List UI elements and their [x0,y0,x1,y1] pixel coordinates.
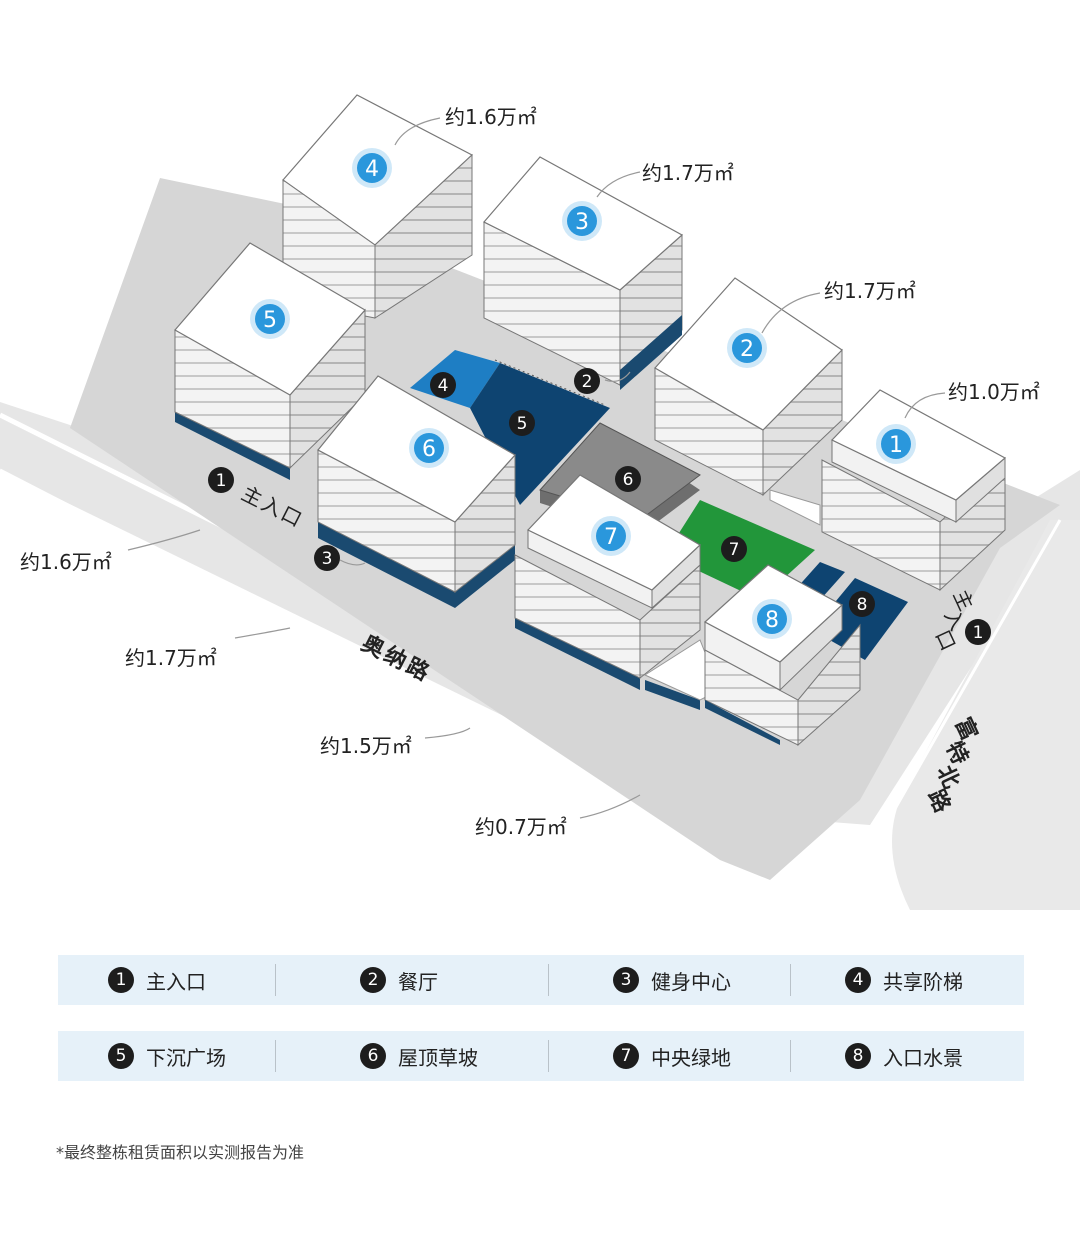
svg-text:8: 8 [857,595,868,615]
feature-markers: 1 1 2 3 4 5 6 7 8 [208,368,991,645]
svg-text:4: 4 [438,376,449,396]
area-label-building-6: 约1.7万㎡ [125,646,217,670]
feature-marker-4: 4 [430,372,456,398]
svg-text:1: 1 [889,433,903,458]
area-label-building-8: 约0.7万㎡ [475,815,567,839]
legend-number: 4 [845,967,871,993]
svg-text:5: 5 [517,414,528,434]
feature-marker-1: 1 [965,619,991,645]
feature-marker-6: 6 [615,466,641,492]
area-label-building-2: 约1.7万㎡ [824,279,916,303]
legend-divider [548,964,549,996]
area-label-building-3: 约1.7万㎡ [642,161,734,185]
svg-text:3: 3 [322,549,333,569]
legend-number: 7 [613,1043,639,1069]
legend-divider [275,964,276,996]
legend-label: 屋顶草坡 [398,1045,478,1070]
legend-item-8: 8 入口水景 [845,1031,963,1081]
building-badge-4: 4 [352,148,392,188]
building-badge-3: 3 [562,201,602,241]
shared-stair [410,350,500,408]
feature-marker-2: 2 [574,368,600,394]
site-plan-diagram: 4 3 2 1 5 6 7 8 约1.6万㎡ 约1.7万㎡ 约1.7万㎡ 约1.0万㎡ 约1.… [0,94,1080,910]
svg-text:6: 6 [422,437,436,462]
legend-number: 1 [108,967,134,993]
area-label-building-5: 约1.6万㎡ [20,550,112,574]
road-fute-north [892,520,1080,910]
legend-label: 入口水景 [883,1045,963,1070]
building-badge-8: 8 [752,599,792,639]
building-badge-2: 2 [727,328,767,368]
legend-item-7: 7 中央绿地 [613,1031,731,1081]
legend-item-1: 1 主入口 [108,955,206,1005]
legend-item-3: 3 健身中心 [613,955,731,1005]
legend-divider [790,1040,791,1072]
legend-number: 3 [613,967,639,993]
svg-text:5: 5 [263,308,277,333]
area-label-building-4: 约1.6万㎡ [445,105,537,129]
legend-number: 6 [360,1043,386,1069]
legend-number: 2 [360,967,386,993]
svg-text:2: 2 [740,337,754,362]
svg-text:4: 4 [365,157,379,182]
legend-divider [548,1040,549,1072]
legend-item-5: 5 下沉广场 [108,1031,226,1081]
legend-label: 共享阶梯 [883,969,963,994]
feature-marker-5: 5 [509,410,535,436]
feature-marker-1: 1 [208,467,234,493]
legend-label: 中央绿地 [651,1045,731,1070]
svg-text:7: 7 [604,525,618,550]
building-badge-6: 6 [409,428,449,468]
svg-text:8: 8 [765,608,779,633]
legend-number: 5 [108,1043,134,1069]
legend-label: 健身中心 [651,969,731,994]
legend-item-2: 2 餐厅 [360,955,438,1005]
legend-divider [790,964,791,996]
legend-number: 8 [845,1043,871,1069]
feature-marker-7: 7 [721,536,747,562]
legend-row-2: 5 下沉广场 6 屋顶草坡 7 中央绿地 8 入口水景 [58,1031,1024,1081]
legend-row-1: 1 主入口 2 餐厅 3 健身中心 4 共享阶梯 [58,955,1024,1005]
svg-text:7: 7 [729,540,740,560]
building-badge-1: 1 [876,424,916,464]
svg-text:3: 3 [575,210,589,235]
legend-label: 主入口 [146,969,206,994]
entrance-water-2 [812,578,908,660]
legend-item-4: 4 共享阶梯 [845,955,963,1005]
area-label-building-7: 约1.5万㎡ [320,734,412,758]
leader-lines [127,117,946,819]
feature-marker-8: 8 [849,591,875,617]
svg-text:1: 1 [216,471,227,491]
svg-text:2: 2 [582,372,593,392]
area-label-building-1: 约1.0万㎡ [948,380,1040,404]
legend-label: 餐厅 [398,969,438,994]
svg-text:6: 6 [623,470,634,490]
svg-text:1: 1 [973,623,984,643]
legend-item-6: 6 屋顶草坡 [360,1031,478,1081]
building-number-badges: 4 3 2 1 5 6 7 8 [250,148,916,639]
feature-marker-3: 3 [314,545,340,571]
building-badge-5: 5 [250,299,290,339]
footnote: *最终整栋租赁面积以实测报告为准 [56,1143,305,1162]
legend-divider [275,1040,276,1072]
legend-label: 下沉广场 [146,1045,226,1070]
building-badge-7: 7 [591,516,631,556]
building-1 [821,389,1007,592]
